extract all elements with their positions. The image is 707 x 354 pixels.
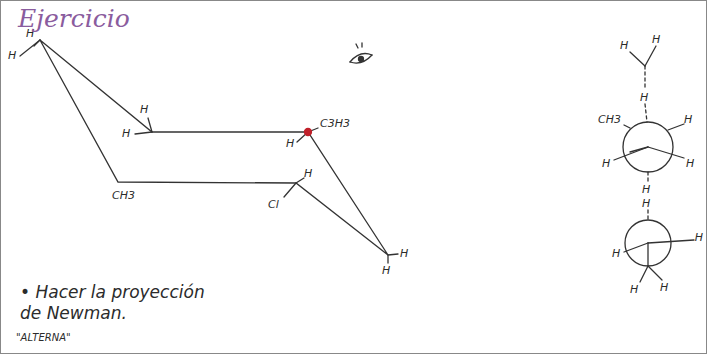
atom-label: C3H3 bbox=[320, 118, 350, 130]
atom-label: H bbox=[8, 50, 16, 62]
atom-label: CH3 bbox=[598, 114, 621, 126]
atom-label: H bbox=[652, 34, 660, 46]
instruction-note: • Hacer la proyección de Newman. bbox=[20, 282, 220, 325]
atom-label: H bbox=[660, 282, 668, 294]
atom-label: H bbox=[286, 138, 294, 150]
atom-label: H bbox=[640, 92, 648, 104]
atom-label: H bbox=[684, 114, 692, 126]
atom-label: H bbox=[620, 40, 628, 52]
atom-label: H bbox=[140, 104, 148, 116]
atom-label: H bbox=[686, 158, 694, 170]
atom-label: H bbox=[630, 284, 638, 296]
atom-label: H bbox=[642, 184, 650, 196]
atom-label: H bbox=[602, 158, 610, 170]
title: Ejercicio bbox=[18, 4, 130, 33]
atom-label: H bbox=[612, 248, 620, 260]
atom-label: H bbox=[382, 265, 390, 277]
atom-label: CH3 bbox=[112, 190, 135, 202]
note-tag: "ALTERNA" bbox=[16, 332, 71, 343]
atom-label: H bbox=[122, 128, 130, 140]
atom-label: H bbox=[304, 168, 312, 180]
atom-label: H bbox=[695, 232, 703, 244]
atom-label: H bbox=[642, 198, 650, 210]
atom-label: H bbox=[400, 248, 408, 260]
atom-label: Cl bbox=[268, 199, 279, 211]
